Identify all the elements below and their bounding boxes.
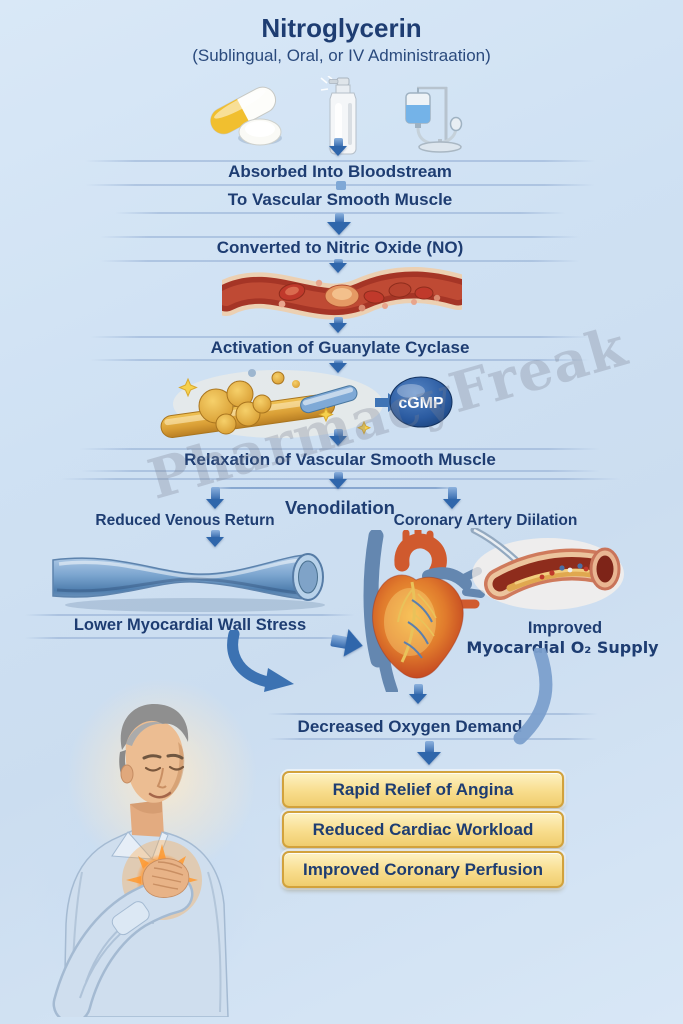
down-arrow: [327, 213, 351, 235]
curved-arrow-j: [513, 648, 553, 745]
down-arrow: [417, 741, 441, 765]
blood-vessel-illustration: [222, 266, 462, 320]
dilated-vein-illustration: [52, 553, 325, 612]
right-arrow-to-heart: [329, 626, 366, 660]
label-lower-wall-stress: Lower Myocardial Wall Stress: [73, 616, 307, 634]
page-title: Nitroglycerin: [261, 13, 422, 43]
down-arrow: [329, 259, 347, 273]
cgmp-oval: [389, 376, 453, 428]
down-arrow: [206, 530, 224, 547]
label-improved-line1: Improved: [527, 619, 603, 637]
outcome-box-perfusion: Improved Coronary Perfusion: [282, 851, 564, 888]
label-venodilation: Venodilation: [285, 497, 395, 518]
heart-illustration: [363, 530, 485, 692]
activation-bold: Guanylate Cyclase: [318, 338, 470, 357]
divider-line: [25, 637, 355, 639]
curved-arrow-down-right: [227, 630, 294, 692]
red-blood-cells: [278, 279, 441, 312]
step-absorbed: Absorbed Into Bloodstream: [228, 162, 452, 181]
down-arrow: [329, 317, 347, 333]
label-reduced-venous-return: Reduced Venous Return: [95, 512, 275, 529]
outcome-box-angina: Rapid Relief of Angina: [282, 771, 564, 808]
down-arrow: [329, 360, 347, 373]
step-converted-no: Converted to Nitric Oxide (NO): [216, 238, 464, 257]
relieved-patient-illustration: [27, 677, 264, 1017]
label-improved-line2: Myocardial O₂ Supply: [466, 638, 659, 657]
branch-right-arrow: [443, 487, 461, 509]
capsule-and-tablet-icon: [210, 86, 282, 146]
cgmp-label: cGMP: [398, 395, 444, 412]
down-arrow: [409, 684, 427, 704]
coronary-prefix: Coronary Artery: [393, 512, 517, 529]
page-subtitle: (Sublingual, Oral, or IV Administraation…: [192, 46, 491, 65]
step-relaxation: Relaxation of Vascular Smooth Muscle: [184, 450, 496, 469]
iv-drip-stand-icon: [405, 86, 463, 153]
sparkle-stars: [178, 377, 372, 435]
enzyme-blobs: [198, 369, 300, 435]
label-decreased-oxygen-demand: Decreased Oxygen Demand: [297, 717, 523, 736]
down-arrow: [329, 429, 347, 446]
guanylate-cyclase-cgmp-illustration: cGMP: [160, 369, 453, 438]
label-coronary-artery-dilation: Coronary Artery Diilation: [368, 512, 603, 530]
coronary-bold: Diilation: [516, 512, 578, 529]
down-arrow: [329, 138, 347, 156]
step-activation: Activation of Guanylate Cyclase: [110, 338, 570, 358]
step-to-vascular-muscle: To Vascular Smooth Muscle: [227, 190, 453, 209]
activation-prefix: Activation of: [210, 338, 319, 357]
branch-left-arrow: [206, 487, 224, 509]
down-arrow: [329, 472, 347, 489]
coronary-artery-illustration: [470, 528, 624, 610]
no-rod: [300, 385, 358, 414]
connector-node: [336, 181, 346, 190]
outcome-box-workload: Reduced Cardiac Workload: [282, 811, 564, 848]
